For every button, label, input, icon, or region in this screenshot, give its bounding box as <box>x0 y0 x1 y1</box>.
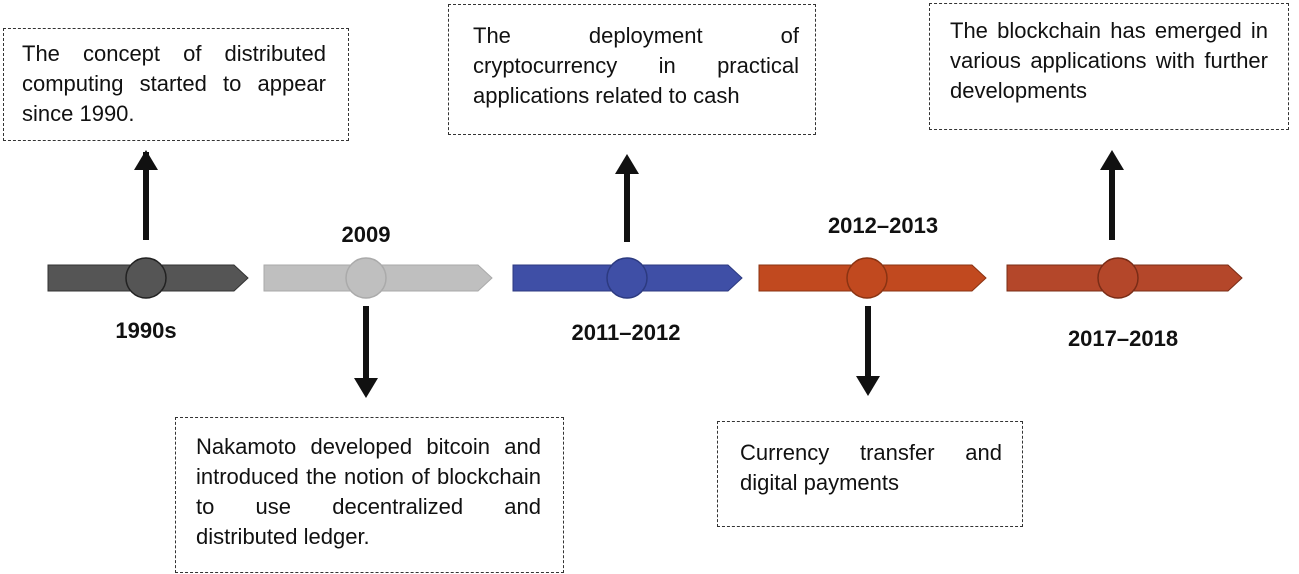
description-text-2011-2012: The deployment of cryptocurrency in prac… <box>473 23 799 108</box>
down-arrowhead-2009 <box>354 378 378 398</box>
segment-node-2017-2018 <box>1097 257 1139 299</box>
segment-node-2012-2013 <box>846 257 888 299</box>
description-box-2009: Nakamoto developed bitcoin and introduce… <box>175 417 564 573</box>
timeline-segment-2017-2018 <box>1006 257 1243 299</box>
up-arrowhead-2011-2012 <box>615 154 639 174</box>
description-box-2011-2012: The deployment of cryptocurrency in prac… <box>448 4 816 135</box>
timeline-segment-1990s <box>47 257 249 299</box>
up-arrowhead-1990s <box>134 150 158 170</box>
description-text-2009: Nakamoto developed bitcoin and introduce… <box>196 434 541 549</box>
year-label-2017-2018: 2017–2018 <box>1067 326 1179 351</box>
segment-node-1990s <box>125 257 167 299</box>
up-arrowhead-2017-2018 <box>1100 150 1124 170</box>
down-arrowhead-2012-2013 <box>856 376 880 396</box>
segment-node-2011-2012 <box>606 257 648 299</box>
connector-arrows <box>134 150 1124 398</box>
description-text-1990s: The concept of distributed computing sta… <box>22 41 326 126</box>
year-label-2011-2012: 2011–2012 <box>571 320 681 345</box>
description-box-1990s: The concept of distributed computing sta… <box>3 28 349 141</box>
timeline-segment-2011-2012 <box>512 257 743 299</box>
description-box-2017-2018: The blockchain has emerged in various ap… <box>929 3 1289 130</box>
description-text-2017-2018: The blockchain has emerged in various ap… <box>950 18 1268 103</box>
timeline-segment-2012-2013 <box>758 257 987 299</box>
description-text-2012-2013: Currency transfer and digital payments <box>740 440 1002 495</box>
year-label-2009: 2009 <box>341 222 391 247</box>
timeline-segment-2009 <box>263 257 493 299</box>
year-label-1990s: 1990s <box>115 318 177 343</box>
description-box-2012-2013: Currency transfer and digital payments <box>717 421 1023 527</box>
segment-node-2009 <box>345 257 387 299</box>
year-label-2012-2013: 2012–2013 <box>827 213 939 238</box>
